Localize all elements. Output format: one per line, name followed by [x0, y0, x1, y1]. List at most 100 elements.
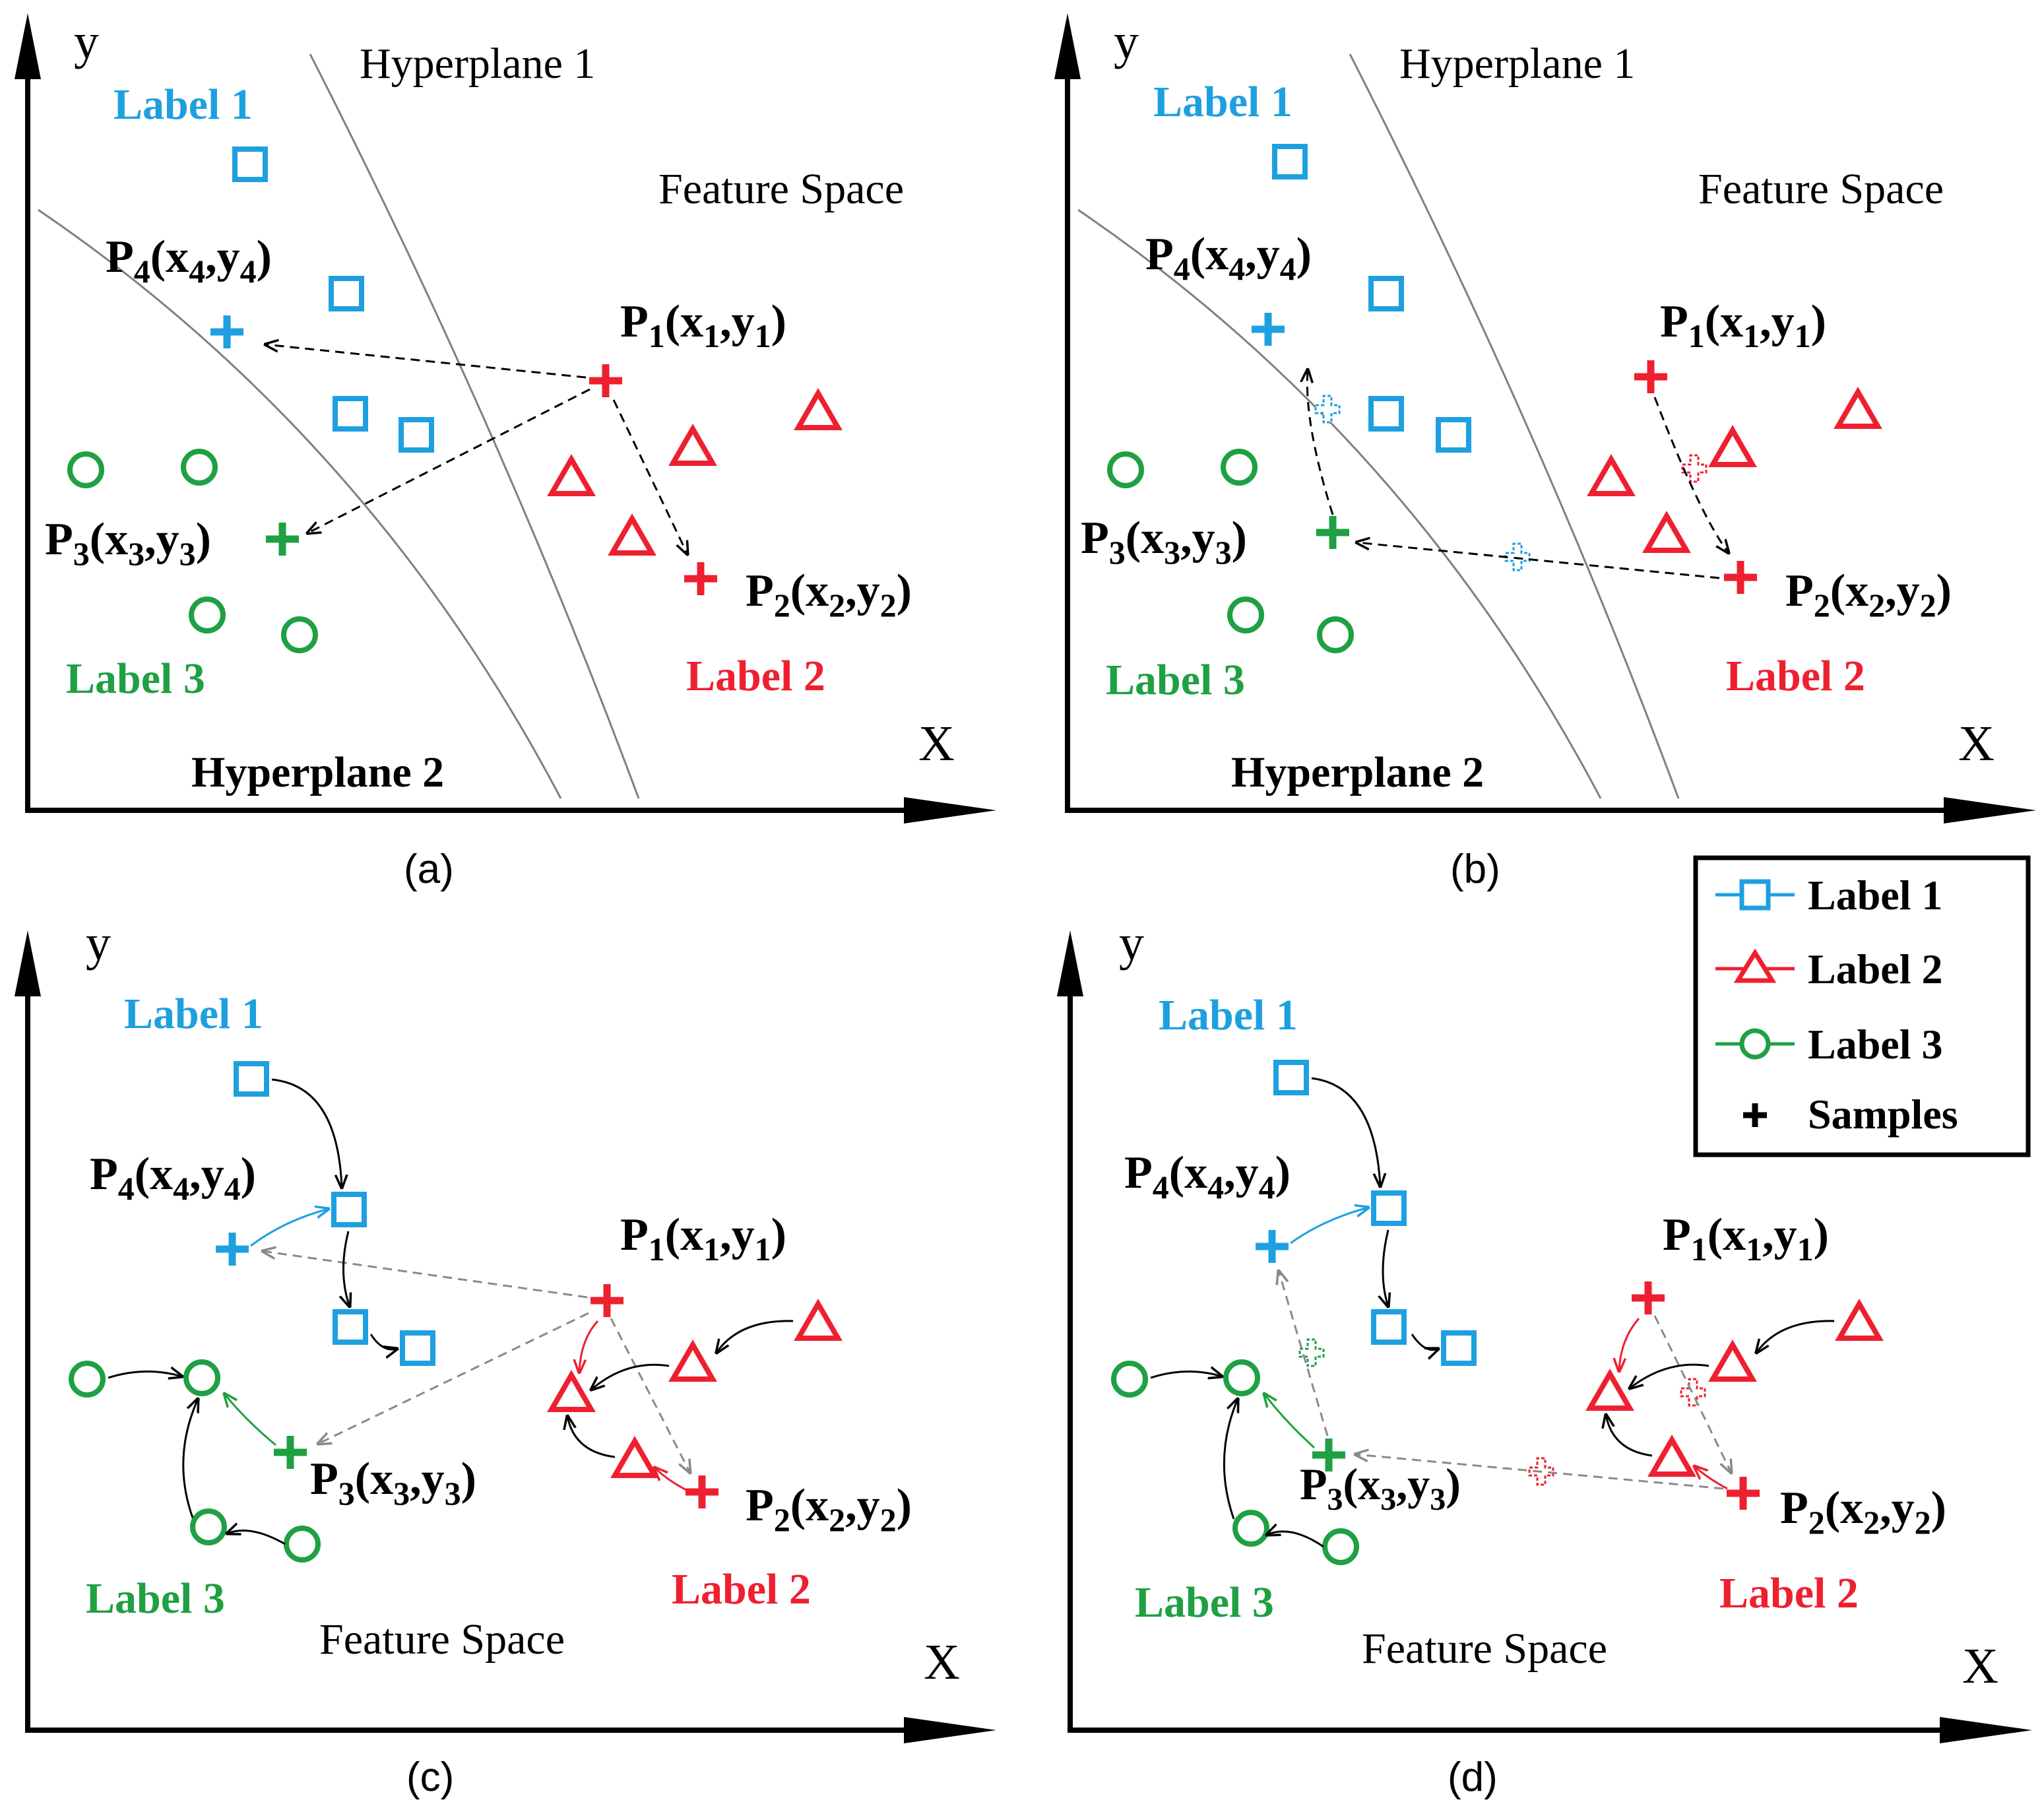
label-2-triangle	[610, 1435, 659, 1478]
neighbor-arrow	[1383, 1229, 1388, 1307]
label-1-square	[333, 396, 368, 432]
label-1-square	[232, 146, 268, 182]
arrow-p3-to-p4	[1279, 1271, 1329, 1437]
label-3-circle	[67, 451, 104, 488]
label-3-circle	[1223, 1359, 1260, 1396]
x-axis-label: X	[1962, 1638, 1998, 1694]
hyperplane-2-line	[38, 209, 562, 799]
neighbor-arrow	[271, 1078, 342, 1188]
legend-label: Label 1	[1808, 872, 1942, 919]
arrow-p1-to-p2	[610, 1318, 690, 1473]
sample-to-neighbor-arrow	[224, 1394, 276, 1446]
neighbor-arrow	[1606, 1415, 1653, 1457]
panel-a: y X Hyperplane 1 Hyperplane 2 Feature Sp…	[15, 13, 996, 892]
sample-p3-plus	[1312, 1438, 1345, 1471]
label-2-text: Label 2	[672, 1565, 811, 1613]
label-3-text: Label 3	[1106, 656, 1245, 704]
sample-p4-plus	[210, 315, 243, 348]
arrow-p3-to-p4	[1307, 370, 1334, 515]
label-2-text: Label 2	[1726, 652, 1865, 700]
label-3-circle	[189, 597, 226, 633]
label-2-triangle	[608, 513, 656, 556]
sample-p1-plus	[589, 364, 622, 397]
p3-label: P3(x3,y3)	[45, 514, 211, 572]
sample-to-neighbor-arrow	[1290, 1208, 1368, 1244]
label-3-circle	[190, 1508, 227, 1545]
label-3-text: Label 3	[66, 655, 205, 703]
neighbor-arrow	[343, 1231, 350, 1307]
p3-label: P3(x3,y3)	[1081, 513, 1247, 571]
label-1-square	[1368, 276, 1404, 311]
label-3-circle	[1322, 1528, 1359, 1565]
x-axis-arrowhead	[904, 797, 996, 824]
label-2-triangle	[668, 423, 717, 466]
panel-caption: (a)	[404, 847, 454, 892]
label-1-square	[400, 1330, 435, 1366]
label-3-circle	[1107, 451, 1144, 488]
legend-label: Samples	[1808, 1091, 1958, 1138]
neighbor-arrow	[1630, 1363, 1709, 1388]
label-3-text: Label 3	[86, 1574, 225, 1623]
label-1-text: Label 1	[1159, 991, 1298, 1039]
panel-caption: (d)	[1448, 1755, 1498, 1800]
label-3-circle	[284, 1526, 321, 1563]
neighbor-arrow	[182, 1399, 198, 1518]
label-2-triangle	[1587, 453, 1636, 496]
legend-label: Label 3	[1808, 1021, 1942, 1068]
arrow-p2-to-p3	[1355, 1454, 1724, 1490]
neighbor-arrow	[717, 1320, 794, 1353]
feature-space-label: Feature Space	[319, 1615, 565, 1664]
label-1-text: Label 1	[1153, 78, 1293, 126]
legend-box	[1693, 855, 2031, 1157]
x-axis-arrowhead	[1940, 1717, 2032, 1743]
label-2-triangle	[668, 1339, 717, 1382]
y-axis-arrowhead	[15, 13, 41, 79]
p1-label: P1(x1,y1)	[1660, 296, 1826, 354]
feature-space-label: Feature Space	[658, 165, 904, 213]
label-1-text: Label 1	[113, 81, 253, 129]
sample-to-neighbor-arrow	[1264, 1394, 1316, 1449]
sample-p1-plus	[1634, 360, 1667, 393]
arrow-p1-to-p3	[318, 1312, 589, 1444]
hyperplane-1-label: Hyperplane 1	[360, 40, 595, 88]
sample-to-neighbor-arrow	[579, 1320, 599, 1373]
sample-p4-plus	[1256, 1230, 1289, 1263]
sample-p2-plus	[1724, 561, 1757, 594]
neighbor-arrow	[369, 1334, 397, 1349]
label-2-triangle	[1708, 424, 1757, 467]
sample-to-neighbor-arrow	[655, 1468, 687, 1491]
label-3-circle	[1111, 1361, 1148, 1398]
sample-to-neighbor-arrow	[250, 1209, 329, 1247]
synthetic-sample-plus-icon	[1681, 454, 1708, 483]
p4-label: P4(x4,y4)	[1145, 229, 1312, 287]
y-axis-arrowhead	[1057, 930, 1083, 996]
x-axis-label: X	[924, 1634, 960, 1690]
x-axis-arrowhead	[904, 1717, 996, 1743]
sample-p2-plus	[1727, 1477, 1760, 1510]
sample-p3-plus	[266, 523, 299, 556]
synthetic-sample-plus-icon	[1314, 395, 1341, 424]
label-3-circle	[69, 1361, 106, 1398]
hyperplane-2-line	[1077, 209, 1602, 799]
panel-b: y X Hyperplane 1 Hyperplane 2 Feature Sp…	[1054, 13, 2036, 892]
label-2-triangle	[1834, 386, 1882, 429]
y-axis-arrowhead	[1054, 13, 1081, 79]
feature-space-label: Feature Space	[1362, 1625, 1607, 1673]
arrow-p1-to-p2	[1653, 1315, 1731, 1473]
label-1-square	[1273, 1060, 1309, 1095]
label-2-triangle	[1647, 1434, 1696, 1477]
label-3-circle	[281, 616, 318, 653]
label-1-square	[1441, 1330, 1477, 1366]
sample-p3-plus	[274, 1436, 307, 1469]
arrow-p2-to-p3	[1357, 542, 1720, 579]
x-axis-label: X	[918, 716, 955, 771]
hyperplane-2-label: Hyperplane 2	[1231, 748, 1484, 796]
p2-label: P2(x2,y2)	[746, 1480, 912, 1538]
x-axis-label: X	[1958, 716, 1995, 771]
sample-p4-plus	[1252, 313, 1285, 346]
p1-label: P1(x1,y1)	[1663, 1210, 1829, 1268]
label-1-square	[331, 1192, 367, 1227]
y-axis-label: y	[1114, 14, 1139, 69]
p4-label: P4(x4,y4)	[106, 232, 272, 290]
